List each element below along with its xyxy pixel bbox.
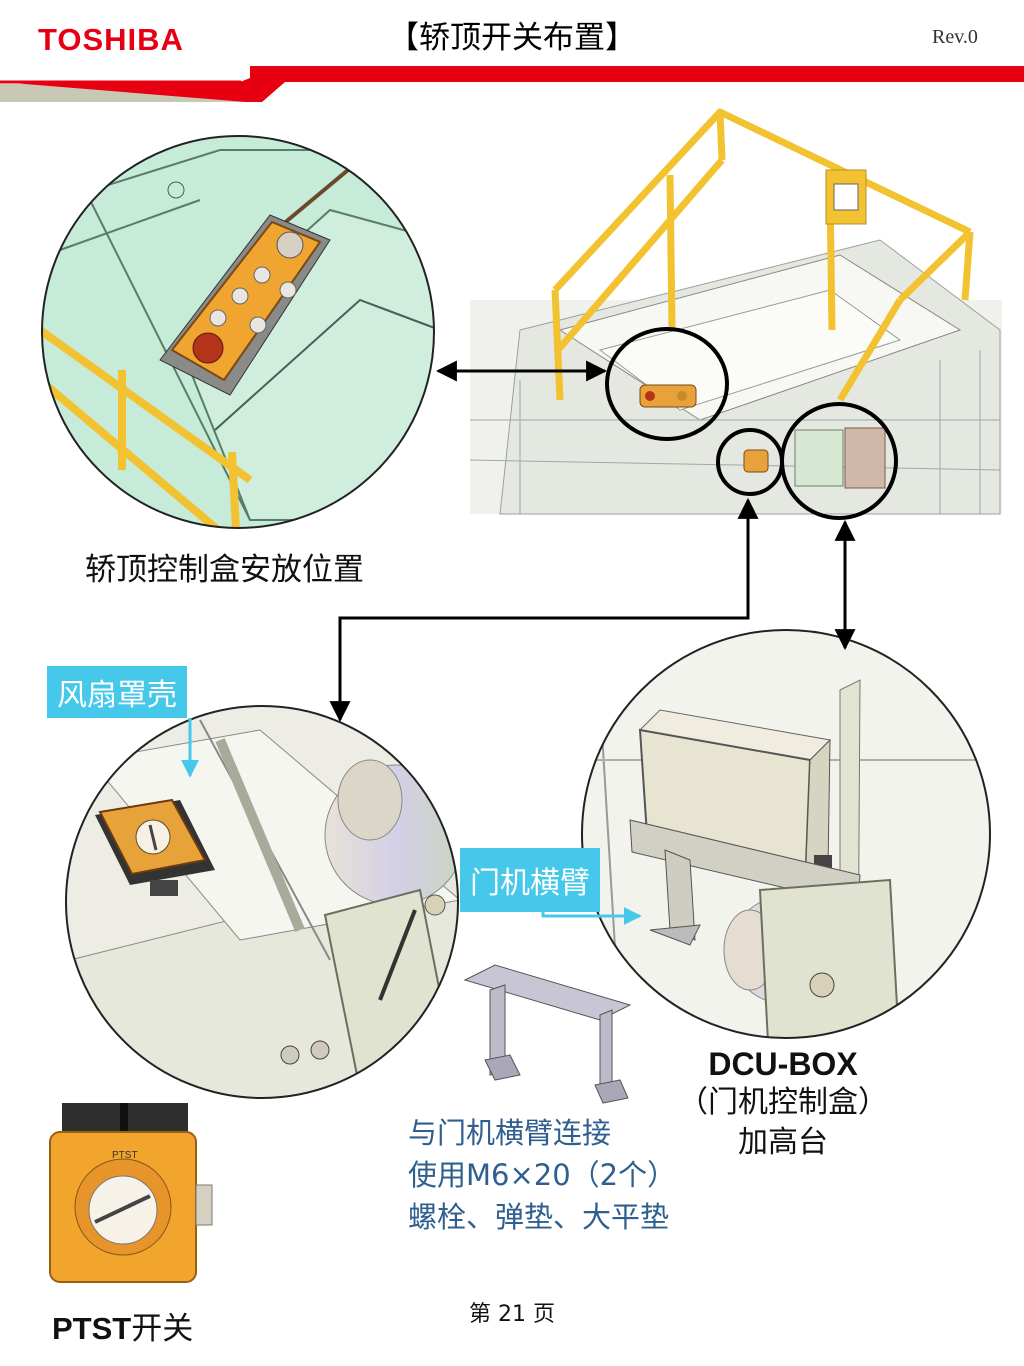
ptst-switch-photo: PTST bbox=[49, 1103, 213, 1283]
page-title: 【轿顶开关布置】 bbox=[388, 20, 636, 56]
dcu-box-label: DCU-BOX （门机控制盒） 加高台 bbox=[668, 1046, 898, 1163]
door-arm-callout: 门机横臂 bbox=[460, 848, 600, 912]
ptst-caption-suffix: 开关 bbox=[131, 1311, 194, 1347]
dcu-box-desc: （门机控制盒） bbox=[678, 1085, 888, 1120]
toshiba-logo: TOSHIBA bbox=[38, 22, 184, 57]
header-band bbox=[0, 66, 1024, 102]
ptst-caption: PTST开关 bbox=[52, 1303, 193, 1348]
mount-note: 与门机横臂连接 使用M6×20（2个） 螺栓、弹垫、大平垫 bbox=[408, 1112, 676, 1238]
ptst-switch-label: PTST bbox=[112, 1150, 138, 1161]
dcu-box-stand: 加高台 bbox=[738, 1125, 828, 1160]
mount-note-line3: 螺栓、弹垫、大平垫 bbox=[408, 1200, 670, 1234]
control-box-closeup bbox=[41, 135, 435, 529]
dcu-box-closeup bbox=[581, 629, 991, 1039]
revision-label: Rev.0 bbox=[932, 26, 978, 48]
car-top-overview bbox=[469, 108, 1002, 520]
fan-cover-callout: 风扇罩壳 bbox=[47, 666, 187, 718]
mount-note-line2: 使用M6×20（2个） bbox=[408, 1158, 677, 1192]
stand-bracket bbox=[463, 964, 632, 1104]
page-number: 第 21 页 bbox=[469, 1302, 555, 1327]
ptst-caption-prefix: PTST bbox=[52, 1311, 132, 1346]
connector-arrows bbox=[329, 360, 856, 723]
mount-note-line1: 与门机横臂连接 bbox=[408, 1116, 612, 1150]
control-box-position-caption: 轿顶控制盒安放位置 bbox=[85, 552, 364, 588]
ptst-closeup bbox=[65, 705, 459, 1099]
dcu-box-name: DCU-BOX bbox=[708, 1046, 858, 1082]
